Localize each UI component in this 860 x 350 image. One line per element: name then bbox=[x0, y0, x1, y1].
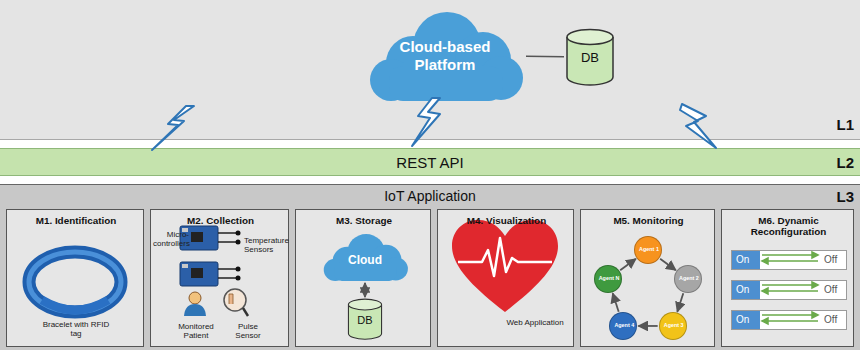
module-box: M4. VisualizationWeb Application bbox=[437, 209, 574, 347]
node-label: On bbox=[732, 281, 760, 299]
node-text: Temperature Sensors bbox=[244, 236, 288, 254]
text-holder: Off bbox=[824, 314, 846, 326]
node-text: Monitored Patient bbox=[165, 322, 227, 340]
node-label: Agent 2 bbox=[673, 275, 705, 281]
text-holder: REST API bbox=[0, 154, 860, 171]
node-label: M2. Collection bbox=[151, 215, 290, 226]
agent-circle: Agent 2 bbox=[674, 265, 702, 293]
text-holder: Pulse Sensor bbox=[225, 322, 271, 340]
layer-band: REST APIL2 bbox=[0, 148, 860, 176]
text-holder: Temperature Sensors bbox=[244, 236, 288, 254]
agent-circle: Agent N bbox=[594, 265, 622, 293]
node-label: On bbox=[732, 251, 760, 269]
toggle-switch: On Off bbox=[731, 310, 847, 330]
node-label: Agent 1 bbox=[633, 246, 665, 252]
agent-circle: Agent 1 bbox=[634, 236, 662, 264]
node-label: Agent N bbox=[593, 275, 625, 281]
module-box: M3. StorageCloudDB bbox=[295, 209, 431, 347]
text-holder: Agent N bbox=[593, 275, 625, 281]
text-holder: Agent 3 bbox=[658, 322, 690, 328]
agent-circle: Agent 4 bbox=[609, 312, 637, 340]
node-label: L1 bbox=[806, 116, 854, 133]
text-holder: L2 bbox=[806, 154, 854, 171]
text-holder: Off bbox=[824, 254, 846, 266]
text-holder: On bbox=[732, 311, 760, 329]
node-label: REST API bbox=[0, 154, 860, 171]
node-label: M3. Storage bbox=[296, 215, 432, 226]
node-label: Agent 3 bbox=[658, 322, 690, 328]
node-label: Cloud-based Platform bbox=[387, 38, 503, 74]
text-holder: On bbox=[732, 251, 760, 269]
text-holder: Agent 1 bbox=[633, 246, 665, 252]
text-holder: Off bbox=[824, 284, 846, 296]
node-label: M6. Dynamic Reconfiguration bbox=[722, 215, 855, 238]
node-text: Bracelet with RFID tag bbox=[39, 320, 113, 338]
text-holder: M2. Collection bbox=[151, 215, 290, 226]
text-holder: IoT Application bbox=[0, 188, 860, 204]
text-holder: M4. Visualization bbox=[438, 215, 575, 226]
agent-circle: Agent 3 bbox=[659, 312, 687, 340]
node-text: Off bbox=[824, 284, 846, 296]
node-label: Cloud bbox=[321, 254, 409, 268]
node-label: M5. Monitoring bbox=[581, 215, 716, 226]
text-holder: Cloud-based Platform bbox=[387, 38, 503, 74]
text-holder: M6. Dynamic Reconfiguration bbox=[722, 215, 855, 238]
node-text: L3 bbox=[806, 188, 854, 205]
database-cylinder: DB bbox=[565, 28, 615, 86]
layer-band: L1 Cloud-based Platform DB bbox=[0, 0, 860, 140]
layer-band: IoT ApplicationL3M1. IdentificationBrace… bbox=[0, 184, 860, 350]
node-label: On bbox=[732, 311, 760, 329]
node-text: Off bbox=[824, 314, 846, 326]
text-holder: Agent 2 bbox=[673, 275, 705, 281]
module-box: M6. Dynamic ReconfigurationOnOffOnOffOnO… bbox=[721, 209, 854, 347]
module-box: M2. CollectionMicro-controllers Temperatu… bbox=[150, 209, 289, 347]
node-text: L2 bbox=[806, 154, 854, 171]
node-text: Pulse Sensor bbox=[225, 322, 271, 340]
node-label: IoT Application bbox=[0, 188, 860, 204]
node-label: M4. Visualization bbox=[438, 215, 575, 226]
database-cylinder: DB bbox=[347, 298, 383, 340]
text-holder: Micro-controllers bbox=[153, 230, 189, 248]
text-holder: On bbox=[732, 281, 760, 299]
module-box: M1. IdentificationBracelet with RFID tag bbox=[6, 209, 144, 347]
text-holder: M5. Monitoring bbox=[581, 215, 716, 226]
text-holder: DB bbox=[565, 51, 615, 66]
text-holder: M3. Storage bbox=[296, 215, 432, 226]
toggle-switch: On Off bbox=[731, 280, 847, 300]
node-text: Off bbox=[824, 254, 846, 266]
node-label: Agent 4 bbox=[608, 322, 640, 328]
text-holder: M1. Identification bbox=[7, 215, 145, 226]
node-text: Web Application bbox=[504, 318, 566, 327]
cloud-shape: Cloud bbox=[321, 232, 409, 282]
cloud-shape: Cloud-based Platform bbox=[365, 8, 525, 103]
node-label: M1. Identification bbox=[7, 215, 145, 226]
text-holder: L1 bbox=[806, 116, 854, 133]
module-box: M5. MonitoringAgent 1 Agent 2 Agent 3 Agent… bbox=[580, 209, 715, 347]
text-holder: Agent 4 bbox=[608, 322, 640, 328]
node-text: Micro-controllers bbox=[153, 230, 189, 248]
text-holder: Bracelet with RFID tag bbox=[39, 320, 113, 338]
node-label: DB bbox=[347, 314, 383, 327]
text-holder: L3 bbox=[806, 188, 854, 205]
toggle-switch: On Off bbox=[731, 250, 847, 270]
node-label: DB bbox=[565, 51, 615, 66]
text-holder: Monitored Patient bbox=[165, 322, 227, 340]
text-holder: Web Application bbox=[504, 318, 566, 327]
text-holder: DB bbox=[347, 314, 383, 327]
text-holder: Cloud bbox=[321, 254, 409, 268]
